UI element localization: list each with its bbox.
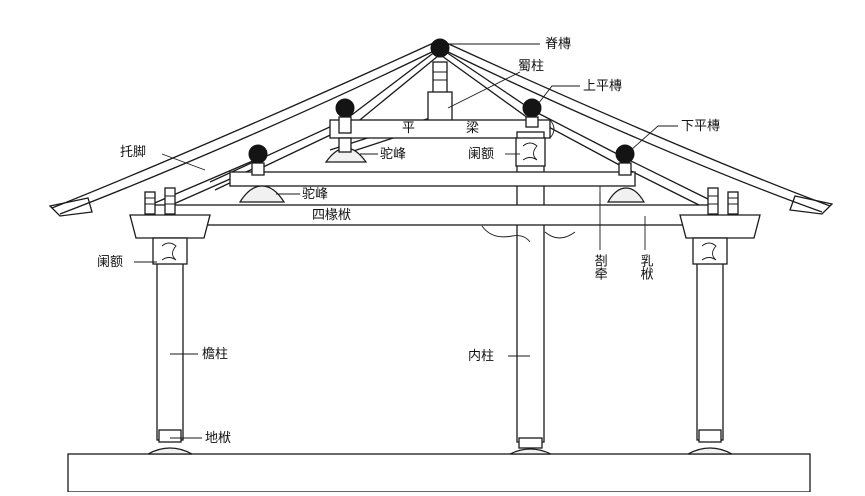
label-ridge-purlin: 脊槫 [545, 37, 572, 52]
upper-purlin-right [522, 98, 542, 118]
beam-upper-long [229, 171, 636, 187]
rafter-right-low [624, 157, 711, 201]
label-king-post: 蜀柱 [518, 59, 545, 74]
rafter-left-upper-2 [349, 55, 439, 129]
label-ground-beam: 地栿 [205, 431, 232, 446]
rafter-right-low-2 [624, 167, 706, 209]
label-eave-column: 檐柱 [202, 347, 229, 362]
lower-purlin-right [615, 144, 635, 164]
label-rufu: 乳栿 [637, 254, 653, 280]
label-flat-beam-left: 平 [402, 121, 416, 136]
label-camel-hump-lower: 驼峰 [302, 187, 329, 202]
stylobate [67, 453, 811, 493]
upper-purlin-left [335, 98, 355, 118]
roof-left-outer [51, 39, 441, 209]
roof-left-inner [59, 47, 441, 215]
leader-upper-purlin [537, 85, 580, 105]
label-lower-purlin: 下平槫 [681, 119, 721, 134]
label-inner-column: 内柱 [468, 349, 495, 364]
rafter-left-upper [344, 47, 441, 121]
ridge-purlin [430, 38, 450, 58]
king-post-base [427, 91, 453, 123]
rafter-right-upper-2 [441, 55, 529, 119]
flat-beam [329, 119, 551, 139]
eave-column-right-plinth [698, 429, 722, 443]
flat-beam-end [549, 119, 555, 139]
eave-column-left [156, 239, 184, 441]
leader-lower-purlin [630, 125, 678, 151]
label-camel-hump-upper: 驼峰 [380, 147, 407, 162]
four-rafter-beam [149, 204, 711, 226]
rafter-right-mid [531, 109, 626, 159]
label-tuojiao: 托脚 [120, 145, 147, 160]
eave-tip-left [48, 197, 93, 217]
left-cap [129, 214, 211, 239]
right-hump [606, 187, 646, 203]
label-four-rafter-beam: 四椽栿 [312, 208, 352, 223]
roof-right-outer [439, 39, 831, 207]
leader-king-post [447, 71, 521, 109]
label-flat-beam-right: 梁 [466, 121, 480, 136]
eave-column-right-base [687, 447, 733, 455]
eave-column-left-plinth [158, 429, 182, 443]
roof-right-inner [439, 47, 823, 213]
inner-column-head [515, 137, 546, 167]
inner-column-plinth [518, 437, 543, 449]
eave-column-left-base [147, 447, 193, 455]
cloud-ornament [481, 225, 576, 243]
eave-column-right [696, 239, 724, 441]
lower-purlin-left [248, 144, 268, 164]
label-chazhu: 剳牵 [591, 254, 607, 280]
leader-tuojiao [161, 153, 206, 171]
eave-tip-right [789, 195, 834, 215]
label-architrave-left: 阑额 [97, 255, 124, 270]
label-architrave-inner: 阑额 [468, 147, 495, 162]
camel-hump-lower [238, 185, 286, 203]
inner-column-base [509, 448, 552, 455]
label-upper-purlin: 上平槫 [583, 79, 623, 94]
rafter-right-upper [439, 47, 533, 111]
right-cap [679, 214, 761, 239]
